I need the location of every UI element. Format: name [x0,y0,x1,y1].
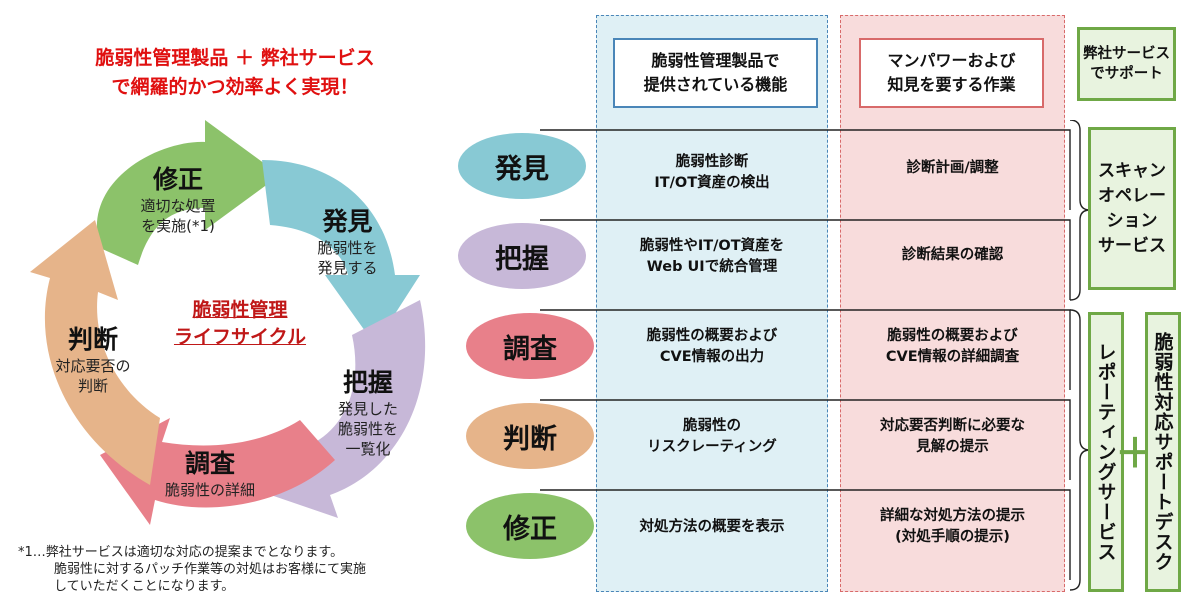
scan-line-2: オペレー [1098,185,1166,206]
scan-line-3: ション [1106,210,1158,231]
product-cell-grasp-line-2: Web UIで統合管理 [646,259,778,275]
product-cell-judge-line-1: 脆弱性の [683,418,741,434]
row-divider-4 [540,399,1071,480]
stage-fix-desc-2: を実施(*1) [141,217,215,235]
manpower-header-line-2: 知見を要する作業 [887,75,1016,94]
stage-grasp-desc-3: 一覧化 [345,440,391,458]
headline-line-1: 脆弱性管理製品 ＋ 弊社サービス [95,47,375,69]
headline: 脆弱性管理製品 ＋ 弊社サービス で網羅的かつ効率よく実現！ [30,44,440,102]
product-cell-grasp: 脆弱性やIT/OT資産を Web UIで統合管理 [600,222,824,292]
stage-discover-title: 発見 [322,207,373,236]
stage-grasp-title: 把握 [342,368,393,397]
manpower-header-line-1: マンパワーおよび [887,51,1016,70]
manpower-column [840,15,1065,592]
product-cell-discover-line-2: IT/OT資産の検出 [654,175,770,191]
scan-line-1: スキャン [1098,160,1166,181]
row-divider-1 [540,129,1071,210]
bracket-scan [1069,120,1090,301]
row-ellipse-fix: 修正 [466,493,594,559]
scan-operation-service: スキャン オペレー ション サービス [1088,127,1176,290]
services-header: 弊社サービス でサポート [1077,27,1176,101]
services-header-line-2: でサポート [1090,66,1163,82]
lifecycle-diagram [30,120,426,525]
row-ellipse-investigate: 調査 [466,313,594,379]
helpdesk-service: 脆弱性対応サポートデスク [1145,312,1181,592]
reporting-service-label: レポーティングサービス [1094,342,1117,562]
manpower-cell-investigate-line-2: CVE情報の詳細調査 [885,349,1020,365]
bracket-reporting [1069,309,1090,591]
stage-discover-desc-2: 発見する [317,259,378,277]
manpower-cell-investigate-line-1: 脆弱性の概要および [887,328,1018,344]
product-cell-investigate-line-1: 脆弱性の概要および [646,328,778,344]
manpower-cell-fix-line-1: 詳細な対処方法の提示 [880,508,1025,524]
product-cell-fix-line-1: 対処方法の概要を表示 [639,518,785,535]
stage-judge-title: 判断 [67,325,118,354]
manpower-cell-discover: 診断計画/調整 [843,133,1062,203]
product-header-line-2: 提供されている機能 [643,75,788,94]
stage-fix-title: 修正 [152,165,203,194]
product-cell-fix: 対処方法の概要を表示 [600,492,824,562]
stage-grasp-desc-2: 脆弱性を [337,420,398,438]
lifecycle-center-title: 脆弱性管理 ライフサイクル [150,297,330,351]
stage-judge-desc-1: 対応要否の [55,357,131,375]
footnote-line-2: 脆弱性に対するパッチ作業等の対処はお客様にて実施 [54,562,367,577]
manpower-cell-grasp-line-1: 診断結果の確認 [901,246,1004,263]
row-divider-5 [540,489,1071,580]
row-ellipse-grasp: 把握 [458,223,586,289]
footnote-line-1: *1…弊社サービスは適切な対応の提案までとなります。 [18,545,344,560]
footnote: *1…弊社サービスは適切な対応の提案までとなります。 脆弱性に対するパッチ作業等… [18,544,458,595]
stage-judge: 判断 対応要否の 判断 [38,320,148,396]
manpower-cell-discover-line-1: 診断計画/調整 [906,159,999,176]
row-divider-2 [540,219,1071,300]
cycle-arrow-fix [96,120,280,265]
stage-grasp-desc-1: 発見した [337,400,398,418]
manpower-cell-judge-line-2: 見解の提示 [916,439,989,455]
row-ellipse-discover: 発見 [458,133,586,199]
stage-discover-desc-1: 脆弱性を [317,239,378,257]
row-ellipse-judge: 判断 [466,403,594,469]
lifecycle-center-line-1: 脆弱性管理 [192,299,288,321]
helpdesk-service-label: 脆弱性対応サポートデスク [1151,332,1174,572]
stage-discover: 発見 脆弱性を 発見する [300,202,395,278]
stage-fix: 修正 適切な処置 を実施(*1) [118,160,238,236]
product-column [596,15,828,592]
manpower-cell-investigate: 脆弱性の概要および CVE情報の詳細調査 [843,312,1062,382]
scan-line-4: サービス [1098,235,1166,256]
footnote-line-3: していただくことになります。 [54,579,235,594]
stage-fix-desc-1: 適切な処置 [140,197,216,215]
cycle-arrow-investigate [100,418,335,525]
cycle-arrow-judge [30,220,160,485]
lifecycle-center-line-2: ライフサイクル [173,326,307,348]
stage-judge-desc-2: 判断 [77,377,108,395]
product-cell-judge-line-2: リスクレーティング [647,439,777,455]
product-cell-discover-line-1: 脆弱性診断 [675,154,749,170]
product-cell-investigate-line-2: CVE情報の出力 [659,349,765,365]
stage-grasp: 把握 発見した 脆弱性を 一覧化 [318,363,418,459]
stage-investigate-desc-1: 脆弱性の詳細 [164,481,255,499]
manpower-column-header: マンパワーおよび 知見を要する作業 [859,38,1044,108]
manpower-cell-fix: 詳細な対処方法の提示 (対処手順の提示) [843,492,1062,562]
services-header-line-1: 弊社サービス [1083,46,1170,62]
product-cell-grasp-line-1: 脆弱性やIT/OT資産を [639,238,785,254]
manpower-cell-grasp: 診断結果の確認 [843,220,1062,290]
stage-investigate: 調査 脆弱性の詳細 [145,444,275,500]
headline-line-2: で網羅的かつ効率よく実現！ [111,76,359,98]
product-cell-discover: 脆弱性診断 IT/OT資産の検出 [600,138,824,208]
manpower-cell-judge: 対応要否判断に必要な 見解の提示 [843,402,1062,472]
manpower-cell-fix-line-2: (対処手順の提示) [895,529,1010,545]
row-dividers [540,120,1090,591]
product-header-line-1: 脆弱性管理製品で [651,51,780,70]
cycle-arrow-discover [262,160,420,345]
product-cell-judge: 脆弱性の リスクレーティング [600,402,824,472]
product-cell-investigate: 脆弱性の概要および CVE情報の出力 [600,312,824,382]
product-column-header: 脆弱性管理製品で 提供されている機能 [613,38,818,108]
stage-investigate-title: 調査 [184,449,235,478]
manpower-cell-judge-line-1: 対応要否判断に必要な [880,418,1025,434]
reporting-service: レポーティングサービス [1088,312,1124,592]
